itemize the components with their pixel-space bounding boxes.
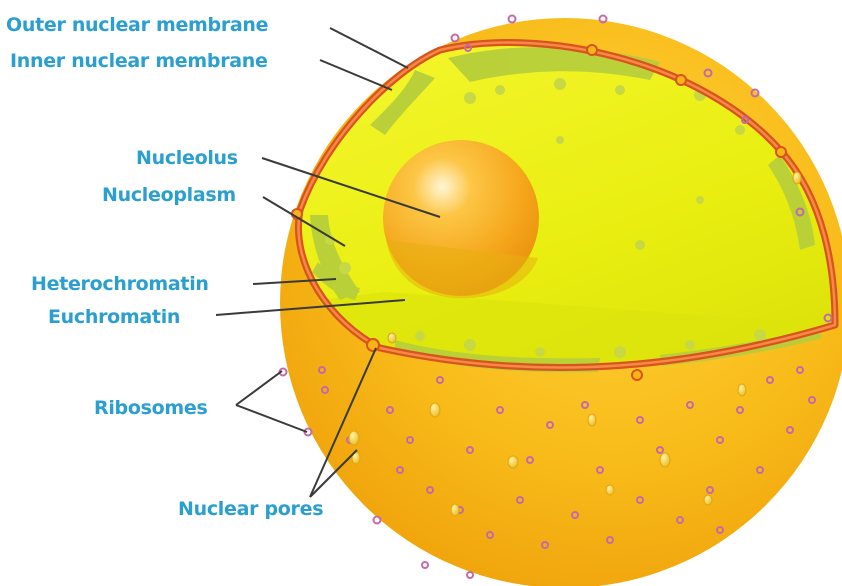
label-nucleolus: Nucleolus: [136, 147, 238, 169]
leader-outer-membrane: [330, 28, 408, 68]
label-nucleoplasm: Nucleoplasm: [102, 184, 236, 206]
leader-inner-membrane: [320, 60, 392, 90]
labels: Outer nuclear membrane Inner nuclear mem…: [6, 14, 323, 520]
label-outer-nuclear-membrane: Outer nuclear membrane: [6, 14, 268, 36]
label-ribosomes: Ribosomes: [94, 397, 207, 419]
leader-ribosome-2: [236, 405, 307, 432]
label-heterochromatin: Heterochromatin: [31, 273, 209, 295]
label-inner-nuclear-membrane: Inner nuclear membrane: [10, 50, 268, 72]
label-nuclear-pores: Nuclear pores: [178, 498, 323, 520]
leader-ribosome-1: [236, 371, 282, 405]
label-euchromatin: Euchromatin: [48, 306, 180, 328]
